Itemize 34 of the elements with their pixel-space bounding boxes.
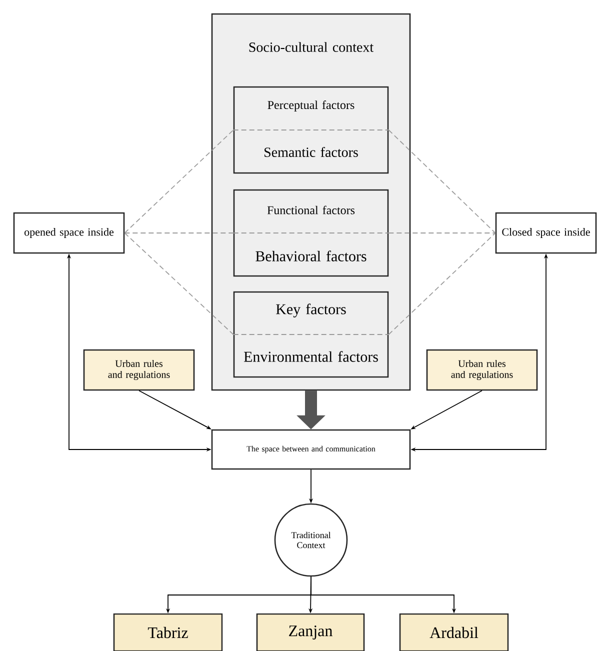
- dashed-line: [124, 232, 234, 335]
- context-circle: [274, 503, 348, 577]
- node-text: Semantic factors: [264, 147, 358, 157]
- node-text: Tabriz: [148, 626, 188, 638]
- node-text: Environmental factors: [244, 351, 378, 362]
- node-text: Behavioral factors: [256, 250, 366, 262]
- rules-box: [83, 349, 195, 391]
- node-text: opened space inside: [24, 228, 114, 238]
- dashed-line: [388, 232, 496, 234]
- city-box: [399, 613, 509, 651]
- rules-box: [426, 349, 538, 391]
- process-box: [211, 429, 411, 470]
- dashed-line: [124, 130, 234, 234]
- factor-box: [233, 189, 389, 277]
- city-box: [256, 613, 365, 651]
- dashed-line: [124, 232, 234, 234]
- dashed-line: [388, 232, 496, 335]
- city-box: [113, 613, 223, 651]
- node-text: Functional factors: [267, 206, 355, 214]
- space-box: [13, 212, 125, 254]
- node-text: Traditional Context: [291, 532, 331, 548]
- node-text: Closed space inside: [502, 228, 590, 238]
- node-text: Ardabil: [430, 626, 478, 638]
- node-text: Perceptual factors: [268, 100, 354, 112]
- factor-box: [233, 291, 389, 378]
- node-text: Key factors: [276, 304, 346, 318]
- node-text: Socio-cultural context: [249, 42, 374, 52]
- node-text: Urban rules and regulations: [108, 360, 170, 380]
- node-text: Urban rules and regulations: [451, 360, 513, 380]
- node-text: The space between and communication: [246, 446, 376, 454]
- factor-box: [233, 86, 389, 174]
- node-text: Zanjan: [289, 626, 332, 640]
- dashed-line: [388, 130, 496, 234]
- space-box: [495, 212, 597, 254]
